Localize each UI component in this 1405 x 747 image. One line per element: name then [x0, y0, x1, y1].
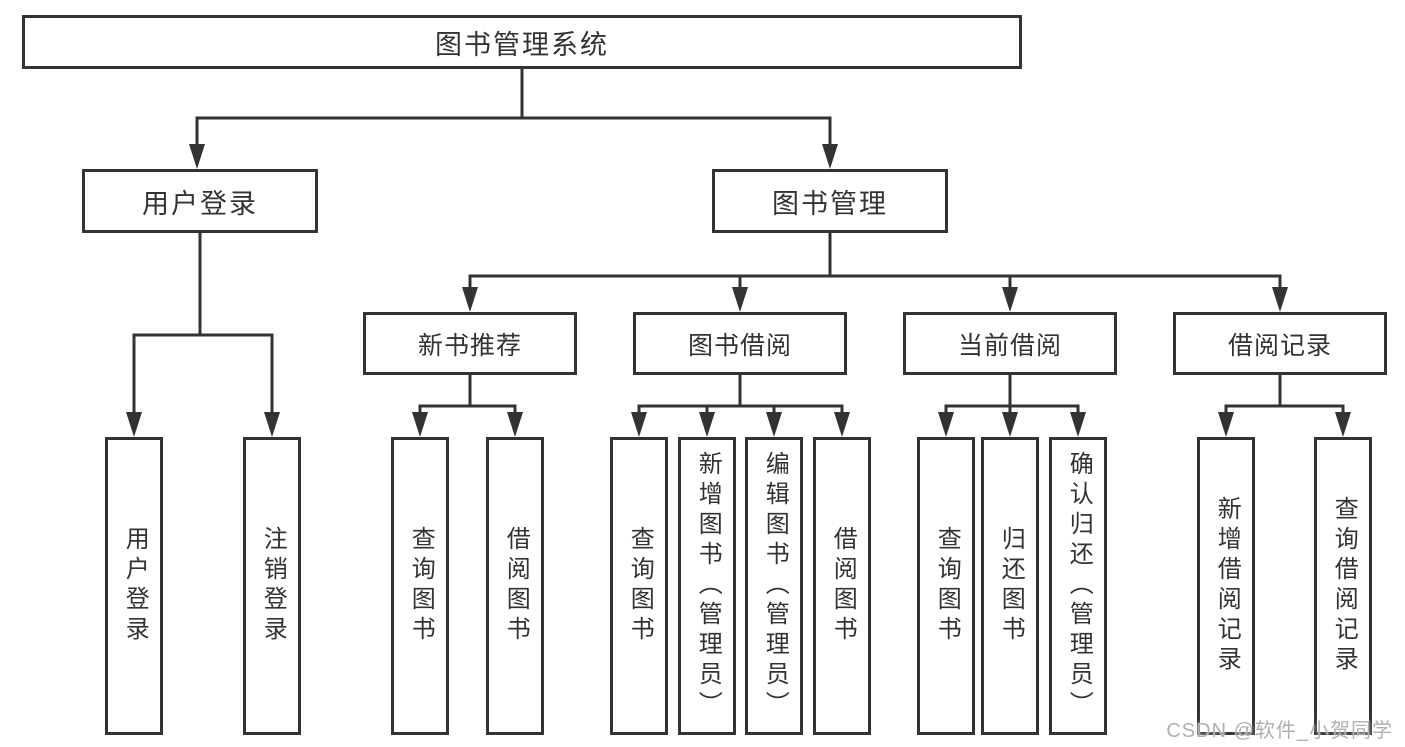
arrowheads — [126, 144, 1351, 437]
node-label: 图书借阅 — [687, 331, 792, 360]
node-label: 新增借阅记录 — [1213, 496, 1241, 676]
node-current-borrowing: 当前借阅 — [903, 312, 1117, 375]
node-label: 查询借阅记录 — [1330, 496, 1358, 676]
node-label: 用户登录 — [142, 188, 258, 219]
watermark: CSDN @软件_小贺同学 — [1166, 720, 1393, 742]
leaf-current-confirm-return-admin: 确认归还（管理员） — [1049, 437, 1107, 735]
node-library-management-system: 图书管理系统 — [22, 15, 1022, 69]
leaf-user-login: 用户登录 — [105, 437, 163, 735]
node-label: 借阅图书 — [829, 526, 857, 646]
node-label: 注销登录 — [259, 526, 287, 646]
leaf-borrowing-query-books: 查询图书 — [610, 437, 668, 735]
node-borrowing-records: 借阅记录 — [1173, 312, 1387, 375]
node-label: 查询图书 — [407, 526, 435, 646]
node-user-login: 用户登录 — [82, 169, 318, 233]
node-label: 新书推荐 — [417, 331, 522, 360]
node-label: 查询图书 — [626, 526, 654, 646]
node-label: 归还图书 — [997, 526, 1025, 646]
node-label: 新增图书（管理员） — [694, 451, 722, 721]
leaf-recommend-query-books: 查询图书 — [391, 437, 449, 735]
leaf-logout: 注销登录 — [243, 437, 301, 735]
leaf-records-add-borrow-record: 新增借阅记录 — [1197, 437, 1255, 735]
node-new-book-recommendation: 新书推荐 — [363, 312, 577, 375]
leaf-records-query-borrow-record: 查询借阅记录 — [1314, 437, 1372, 735]
leaf-current-return-books: 归还图书 — [981, 437, 1039, 735]
node-label: 查询图书 — [933, 526, 961, 646]
leaf-current-query-books: 查询图书 — [917, 437, 975, 735]
node-label: 借阅图书 — [502, 526, 530, 646]
node-book-management: 图书管理 — [712, 169, 948, 233]
leaf-borrowing-add-books-admin: 新增图书（管理员） — [678, 437, 736, 735]
leaf-borrowing-borrow-books: 借阅图书 — [813, 437, 871, 735]
leaf-borrowing-edit-books-admin: 编辑图书（管理员） — [745, 437, 803, 735]
node-label: 当前借阅 — [957, 331, 1062, 360]
node-label: 图书管理 — [772, 188, 888, 219]
node-label: 编辑图书（管理员） — [761, 451, 789, 721]
node-label: 借阅记录 — [1227, 331, 1332, 360]
node-book-borrowing: 图书借阅 — [633, 312, 847, 375]
node-label: 确认归还（管理员） — [1065, 451, 1093, 721]
node-label: 图书管理系统 — [435, 29, 609, 60]
node-label: 用户登录 — [121, 526, 149, 646]
leaf-recommend-borrow-books: 借阅图书 — [486, 437, 544, 735]
